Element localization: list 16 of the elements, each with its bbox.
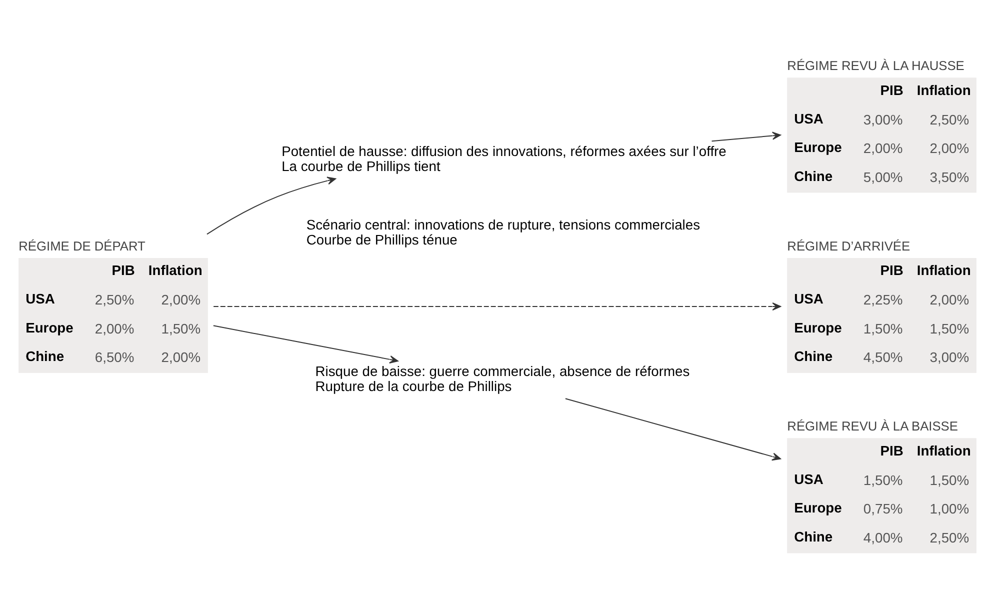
node-text: PIB Inflation USA 1,50% 1,50% Europe 0,75% 1,00% Chine 4,00% 2,50% xyxy=(794,442,971,545)
arrow xyxy=(212,324,398,363)
arrow xyxy=(711,131,782,142)
node-text: Scénario central: innovations de rupture, tensions commerciales Courbe de Phillips ténue xyxy=(306,216,700,247)
arrow xyxy=(213,302,782,310)
node-text: PIB Inflation USA 2,25% 2,00% Europe 1,50% 1,50% Chine 4,50% 3,00% xyxy=(794,262,971,365)
node-label: RÉGIME REVU À LA HAUSSE xyxy=(787,58,964,73)
node-label: RÉGIME D’ARRIVÉE xyxy=(787,238,910,253)
node-text: Potentiel de hausse: diffusion des innovations, réformes axées sur l’offre La courbe de Phillips tient xyxy=(282,142,726,174)
node-label: RÉGIME REVU À LA BAISSE xyxy=(787,418,958,434)
arrow xyxy=(564,398,781,460)
node-text: PIB Inflation USA 2,50% 2,00% Europe 2,00% 1,50% Chine 6,50% 2,00% xyxy=(26,262,202,365)
node-text: Risque de baisse: guerre commerciale, absence de réformes Rupture de la courbe de Phillips xyxy=(315,362,690,394)
node-text: PIB Inflation USA 3,00% 2,50% Europe 2,00% 2,00% Chine 5,00% 3,50% xyxy=(794,81,971,184)
node-label: RÉGIME DE DÉPART xyxy=(18,238,146,253)
arrow xyxy=(206,176,336,234)
